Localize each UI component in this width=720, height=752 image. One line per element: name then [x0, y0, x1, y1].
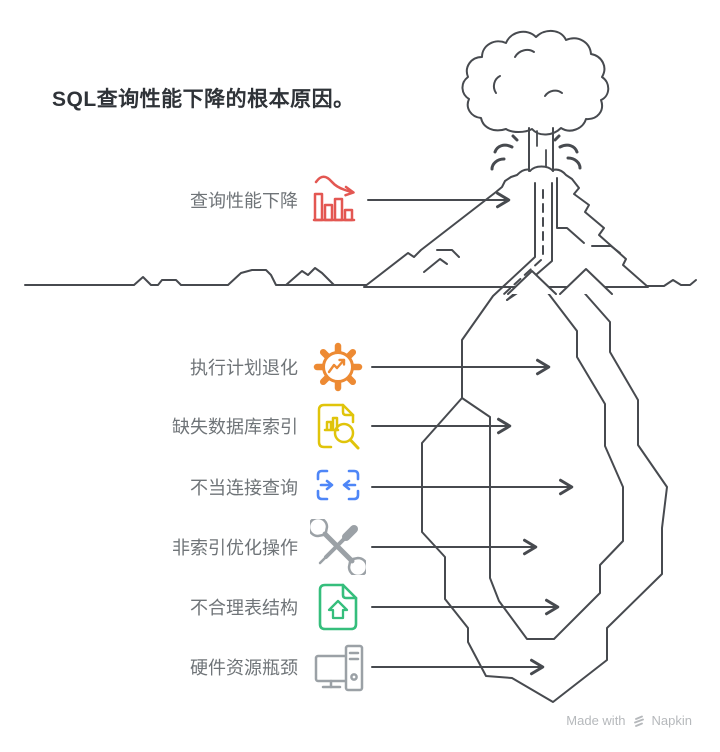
watermark-brand: Napkin	[651, 713, 692, 728]
cause-label: 不合理表结构	[190, 598, 298, 618]
cause-label: 硬件资源瓶颈	[190, 658, 298, 678]
gear-trend-icon	[310, 339, 366, 395]
document-search-icon	[310, 398, 366, 454]
page-title: SQL查询性能下降的根本原因。	[52, 88, 355, 111]
merge-arrows-icon	[310, 459, 366, 515]
magma-chamber-outline	[421, 276, 668, 703]
ground-line-left	[24, 269, 371, 286]
cause-label: 执行计划退化	[190, 358, 298, 378]
left-foothill	[285, 267, 335, 286]
document-home-icon	[310, 579, 366, 635]
surface-symptom-row: 查询性能下降	[190, 172, 366, 228]
crossed-tools-icon	[310, 519, 366, 575]
cause-row: 硬件资源瓶颈	[190, 639, 366, 695]
cause-row: 缺失数据库索引	[172, 398, 366, 454]
eruption-cloud	[461, 30, 610, 172]
cause-label: 缺失数据库索引	[172, 417, 298, 437]
connector-arrows	[367, 191, 574, 676]
cause-row: 非索引优化操作	[172, 519, 366, 575]
cause-row: 不当连接查询	[190, 459, 366, 515]
cause-row: 不合理表结构	[190, 579, 366, 635]
volcano	[285, 168, 649, 399]
watermark-link[interactable]: Made with Napkin	[566, 713, 692, 728]
surface-symptom-label: 查询性能下降	[190, 191, 298, 211]
ground-line-right	[639, 279, 697, 287]
lava-droplets	[490, 134, 582, 171]
cause-label: 非索引优化操作	[172, 538, 298, 558]
napkin-logo-icon	[632, 714, 646, 728]
watermark-prefix: Made with	[566, 713, 626, 728]
cause-label: 不当连接查询	[190, 478, 298, 498]
magma-conduit	[461, 182, 536, 399]
desktop-computer-icon	[310, 639, 366, 695]
cause-row: 执行计划退化	[190, 339, 366, 395]
declining-bar-chart-icon	[310, 172, 366, 228]
